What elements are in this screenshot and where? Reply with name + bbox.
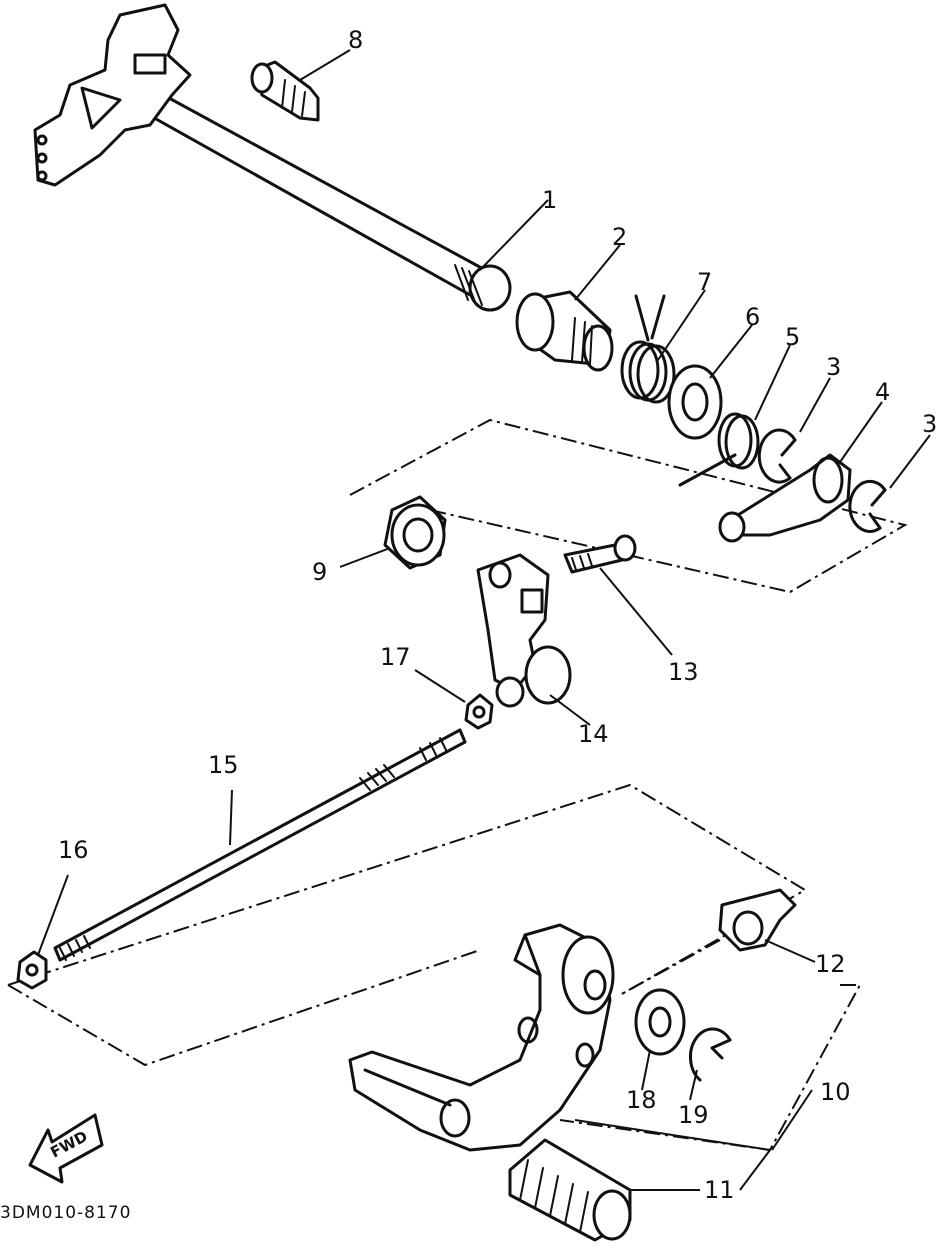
- washer-6: [667, 364, 723, 440]
- bearing-9: [383, 495, 447, 570]
- collar-2: [515, 290, 614, 372]
- label-part-14: 14: [578, 720, 609, 748]
- label-part-10: 10: [820, 1078, 851, 1106]
- label-part-13: 13: [668, 658, 699, 686]
- drawing-code: 3DM010-8170: [0, 1203, 131, 1223]
- circlip-19: [688, 1027, 732, 1082]
- label-part-16: 16: [58, 836, 89, 864]
- lever-4: [718, 453, 852, 543]
- label-part-5: 5: [785, 323, 800, 351]
- bolt-8: [250, 60, 320, 122]
- label-part-3-upper: 3: [826, 353, 841, 381]
- bolt-13: [563, 534, 637, 574]
- label-part-1: 1: [542, 186, 557, 214]
- shift-pedal-10: [348, 923, 615, 1152]
- tie-rod-15: [53, 728, 467, 962]
- circlip-3-upper: [757, 428, 797, 484]
- label-part-2: 2: [612, 223, 627, 251]
- fwd-arrow-icon: FWD: [28, 1113, 104, 1184]
- assembly-outline-lower: [7, 783, 807, 1067]
- label-part-9: 9: [312, 558, 327, 586]
- foot-rubber-11: [508, 1138, 632, 1242]
- label-part-19: 19: [678, 1101, 709, 1129]
- assembly-outline-upper: [349, 418, 908, 594]
- spring-5: [678, 412, 760, 487]
- label-part-12: 12: [815, 950, 846, 978]
- label-part-18: 18: [626, 1086, 657, 1114]
- label-part-4: 4: [875, 378, 890, 406]
- label-part-7: 7: [697, 268, 712, 296]
- nut-16: [16, 950, 48, 990]
- label-part-17: 17: [380, 643, 411, 671]
- assembly-outline-pedal: [559, 939, 862, 1152]
- circlip-3-lower: [848, 479, 887, 533]
- shift-arm-14: [476, 553, 572, 708]
- washer-18: [634, 988, 686, 1056]
- label-part-15: 15: [208, 751, 239, 779]
- nut-17: [464, 693, 494, 730]
- label-part-11: 11: [704, 1176, 735, 1204]
- label-part-8: 8: [348, 26, 363, 54]
- label-part-3-lower: 3: [922, 410, 937, 438]
- shift-shaft: [33, 3, 512, 312]
- rod-end-12: [718, 888, 797, 952]
- torsion-spring-7: [620, 294, 676, 404]
- label-part-6: 6: [745, 303, 760, 331]
